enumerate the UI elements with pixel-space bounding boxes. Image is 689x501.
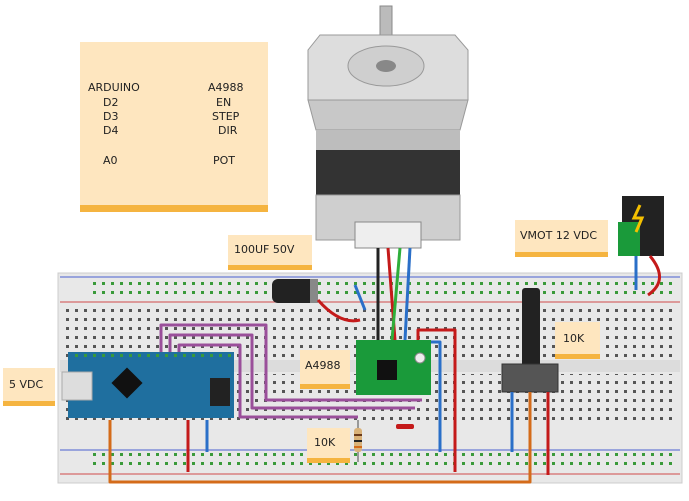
note-row-right: STEP (212, 110, 240, 123)
note-row-right: EN (216, 96, 231, 109)
top-power-rail (88, 281, 678, 299)
resistor (354, 420, 414, 462)
logic-power-label-note: 5 VDC (3, 368, 55, 406)
bottom-power-rail (88, 453, 678, 471)
wire-d2-en (159, 323, 422, 402)
a4988-driver (356, 340, 431, 395)
dc-jack (618, 196, 664, 297)
wire-d4-dir (177, 343, 358, 419)
driver-label: A4988 (305, 359, 341, 372)
stepper-motor (307, 5, 469, 249)
note-left-header: ARDUINO (88, 81, 140, 94)
note-row-left: D4 (103, 124, 118, 137)
arduino-nano (61, 352, 234, 418)
lightning-icon (631, 204, 645, 233)
note-row-right: POT (213, 154, 235, 167)
driver-label-note: A4988 (300, 350, 350, 389)
wire-cap-red (316, 299, 361, 323)
vmot-label: VMOT 12 VDC (520, 229, 597, 242)
vmot-label-note: VMOT 12 VDC (515, 220, 608, 257)
capacitor-label: 100UF 50V (234, 243, 295, 256)
note-row-left: D2 (103, 96, 118, 109)
resistor-label-note: 10K (307, 428, 350, 463)
resistor-label: 10K (314, 436, 336, 449)
wire-pot-orange (108, 392, 532, 484)
pin-mapping-note: ARDUINO A4988 D2 EN D3 STEP D4 DIR A0 PO… (80, 42, 268, 212)
wire-vmot-red (647, 255, 661, 297)
note-row-left: A0 (103, 154, 118, 167)
jumper-red (396, 424, 414, 429)
wire-d3-step (168, 333, 415, 410)
note-row-right: DIR (218, 124, 238, 137)
potentiometer (108, 288, 559, 484)
logic-power-label: 5 VDC (9, 378, 43, 391)
wire-motor-green (390, 247, 402, 341)
wire-motor-blue (403, 247, 412, 341)
motor-body (316, 150, 460, 195)
capacitor (272, 279, 367, 323)
pot-label-note: 10K (555, 322, 600, 359)
usb-port (61, 371, 93, 401)
pot-label: 10K (563, 332, 585, 345)
motor-connector (354, 221, 422, 249)
capacitor-label-note: 100UF 50V (228, 235, 312, 270)
note-row-left: D3 (103, 110, 118, 123)
wire-driver-red (416, 328, 457, 472)
wire-cap-blue (353, 284, 367, 311)
note-right-header: A4988 (208, 81, 244, 94)
